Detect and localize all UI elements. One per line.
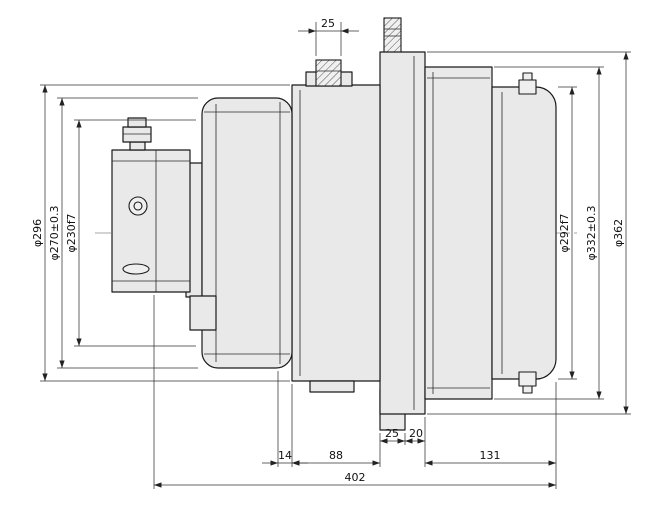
cap-screw-bottom (518, 371, 537, 387)
dim-label-phi296: φ296 (31, 219, 44, 247)
dim-label-88: 88 (329, 449, 343, 462)
dimensions: φ296 φ270±0.3 φ230f7 φ292f7 φ332±0.3 φ36… (31, 17, 631, 489)
dim-label-phi332: φ332±0.3 (585, 206, 598, 261)
dim-label-phi292: φ292f7 (558, 213, 571, 252)
inlet-fitting-nut (122, 126, 152, 143)
port-hole-inner (133, 201, 143, 211)
inlet-fitting-stem (129, 141, 146, 151)
motor-assembly (95, 17, 580, 431)
foot-tab (189, 295, 217, 331)
bottom-boss (309, 380, 355, 393)
dim-label-phi362: φ362 (612, 219, 625, 247)
dim-label-top-25: 25 (321, 17, 335, 30)
port-slot (122, 263, 150, 275)
inlet-fitting-cap (127, 117, 147, 128)
dim-label-131: 131 (480, 449, 501, 462)
dim-label-25: 25 (385, 427, 399, 440)
dim-label-phi270: φ270±0.3 (48, 206, 61, 261)
port-plug (315, 59, 342, 87)
gear-housing (201, 97, 293, 369)
mounting-flange (379, 51, 426, 415)
output-cylinder (424, 66, 493, 400)
dim-label-402: 402 (345, 471, 366, 484)
cap-screw-bottom-nub (522, 385, 533, 394)
end-cap (491, 86, 557, 380)
dim-label-14: 14 (278, 449, 292, 462)
cap-screw-top (518, 79, 537, 95)
intermediate-cylinder (291, 84, 381, 382)
dim-label-20: 20 (409, 427, 423, 440)
dim-label-phi230: φ230f7 (65, 213, 78, 252)
cap-screw-top-nub (522, 72, 533, 81)
